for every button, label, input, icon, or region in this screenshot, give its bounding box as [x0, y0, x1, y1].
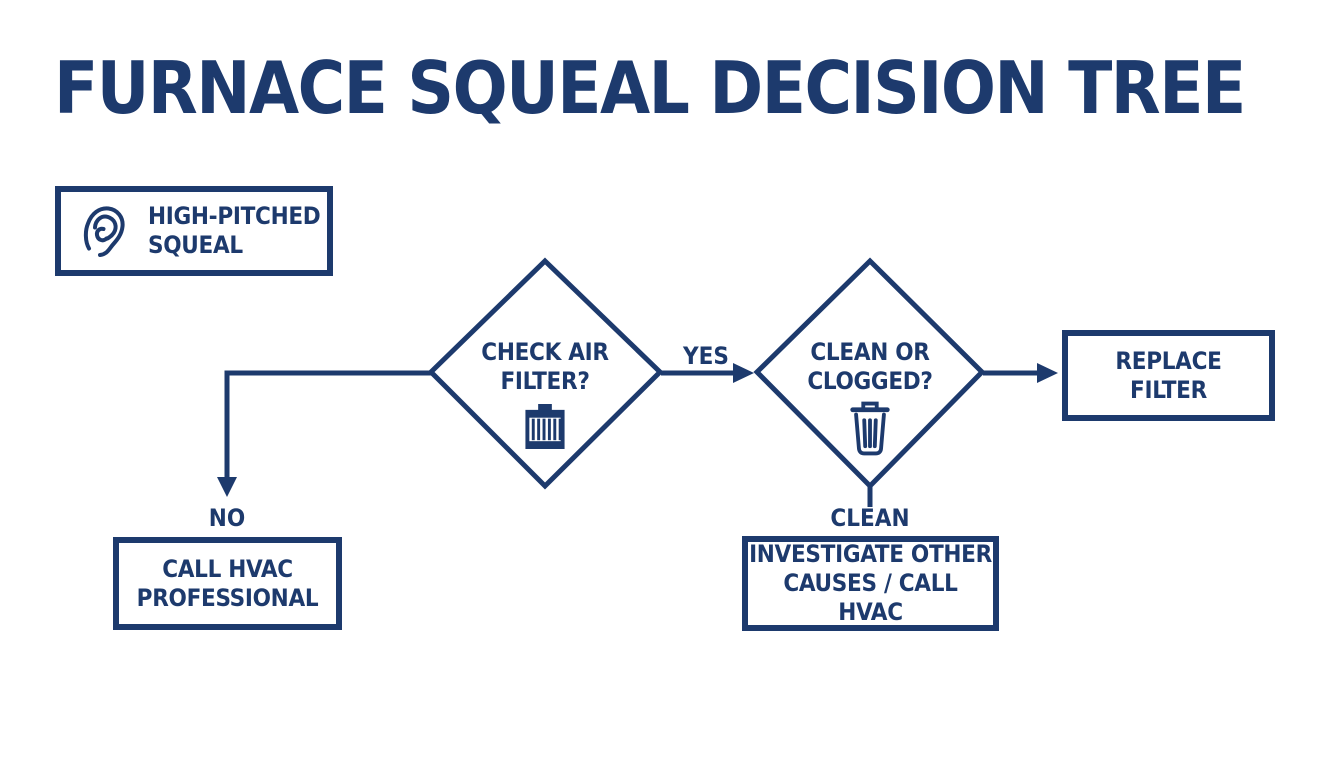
edge-label-clean: CLEAN — [830, 504, 910, 532]
node-label-line: FILTER? — [500, 367, 590, 395]
node-label-line: FILTER — [1130, 375, 1207, 404]
trash-icon — [850, 401, 890, 456]
edge-clogged-arrowhead — [1037, 363, 1058, 383]
edge-no-line — [224, 370, 431, 478]
node-label-line: SQUEAL — [148, 231, 243, 259]
node-label-line: CLEAN OR — [810, 338, 930, 366]
decision-diamond-check-air-filter — [427, 257, 664, 490]
page-title: FURNACE SQUEAL DECISION TREE — [54, 46, 1246, 130]
node-label-line: INVESTIGATE OTHER — [749, 540, 992, 568]
node-label-line: CALL HVAC — [162, 554, 293, 583]
ear-icon — [83, 205, 125, 257]
node-label-line: CLOGGED? — [807, 367, 933, 395]
decision-diamond-clean-or-clogged — [753, 257, 986, 490]
node-investigate-other-causes: INVESTIGATE OTHER CAUSES / CALL HVAC — [742, 536, 999, 631]
edge-yes-arrowhead — [733, 363, 754, 383]
node-high-pitched-squeal: HIGH-PITCHED SQUEAL — [55, 186, 333, 276]
node-label-line: PROFESSIONAL — [136, 583, 319, 612]
node-replace-filter: REPLACE FILTER — [1062, 330, 1275, 421]
node-label-line: HIGH-PITCHED — [148, 202, 321, 230]
edge-no-arrowhead — [217, 477, 237, 497]
air-filter-icon — [525, 404, 565, 449]
edge-label-yes: YES — [683, 342, 729, 370]
node-clean-or-clogged: CLEAN OR CLOGGED? — [760, 338, 980, 456]
edge-label-no: NO — [208, 504, 246, 532]
node-check-air-filter: CHECK AIR FILTER? — [435, 338, 655, 449]
node-label-line: REPLACE — [1115, 346, 1222, 375]
node-label-line: CAUSES / CALL HVAC — [783, 569, 958, 626]
node-call-hvac-professional: CALL HVAC PROFESSIONAL — [113, 537, 342, 630]
node-label-line: CHECK AIR — [481, 338, 609, 366]
